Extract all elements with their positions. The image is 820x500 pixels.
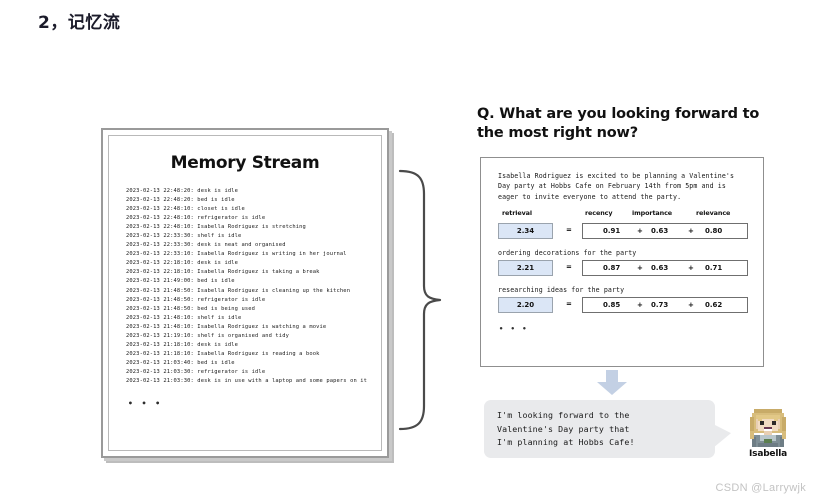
arrow-down-icon xyxy=(596,370,628,396)
list-item: 2023-02-13 21:48:10: Isabella Rodriguez … xyxy=(126,323,327,330)
retrieval-score-3: 2.20 xyxy=(498,297,553,314)
recency-value-1: 0.91 xyxy=(603,227,621,236)
memory-text-3: researching ideas for the party xyxy=(498,286,625,295)
list-item: 2023-02-13 21:03:30: desk is in use with… xyxy=(126,377,368,384)
memory-stream-ellipsis: • • • xyxy=(128,399,163,409)
table-row: 2.20 = 0.85 + 0.73 + 0.62 xyxy=(498,297,748,314)
memory-stream-heading: Memory Stream xyxy=(170,153,320,173)
retrieval-terms-2: 0.87 + 0.63 + 0.71 xyxy=(582,260,748,277)
plus-sign: + xyxy=(637,301,643,310)
page-title: 2，记忆流 xyxy=(38,13,121,33)
retrieval-score-2: 2.21 xyxy=(498,260,553,277)
list-item: 2023-02-13 21:03:30: refrigerator is idl… xyxy=(126,368,266,375)
curly-brace-icon xyxy=(396,168,458,432)
relevance-value-3: 0.62 xyxy=(705,301,723,310)
list-item: 2023-02-13 21:19:10: shelf is organised … xyxy=(126,332,289,339)
retrieval-ellipsis: • • • xyxy=(499,325,529,334)
memory-stream-list: 2023-02-13 22:48:20: desk is idle 2023-0… xyxy=(126,187,372,386)
speech-bubble-tail xyxy=(713,424,731,448)
list-item: 2023-02-13 21:48:50: bed is being used xyxy=(126,305,256,312)
table-row: 2.21 = 0.87 + 0.63 + 0.71 xyxy=(498,260,748,277)
column-header-importance: importance xyxy=(632,209,673,218)
avatar: Isabella xyxy=(740,405,796,467)
watermark: CSDN @Larrywjk xyxy=(715,482,806,494)
answer-line-2: Valentine's Day party that xyxy=(497,423,630,434)
plus-sign: + xyxy=(688,227,694,236)
plus-sign: + xyxy=(637,227,643,236)
list-item: 2023-02-13 21:18:10: Isabella Rodriguez … xyxy=(126,350,320,357)
retrieval-terms-1: 0.91 + 0.63 + 0.80 xyxy=(582,223,748,240)
list-item: 2023-02-13 21:03:40: bed is idle xyxy=(126,359,235,366)
equals-sign-1: = xyxy=(566,226,572,235)
avatar-name: Isabella xyxy=(749,449,787,459)
list-item: 2023-02-13 22:48:10: Isabella Rodriguez … xyxy=(126,224,306,231)
plus-sign: + xyxy=(688,301,694,310)
equals-sign-3: = xyxy=(566,300,572,309)
list-item: 2023-02-13 22:48:20: bed is idle xyxy=(126,197,235,204)
retrieval-terms-3: 0.85 + 0.73 + 0.62 xyxy=(582,297,748,314)
retrieval-column-headers: retrieval recency importance relevance xyxy=(481,209,763,220)
plus-sign: + xyxy=(688,264,694,273)
list-item: 2023-02-13 22:48:10: refrigerator is idl… xyxy=(126,215,266,222)
list-item: 2023-02-13 22:33:30: shelf is idle xyxy=(126,233,242,240)
list-item: 2023-02-13 21:48:50: Isabella Rodriguez … xyxy=(126,287,351,294)
table-row: 2.34 = 0.91 + 0.63 + 0.80 xyxy=(498,223,748,240)
list-item: 2023-02-13 22:48:10: closet is idle xyxy=(126,206,245,213)
column-header-recency: recency xyxy=(585,209,613,218)
list-item: 2023-02-13 21:18:10: desk is idle xyxy=(126,341,239,348)
retrieval-card: Isabella Rodriguez is excited to be plan… xyxy=(480,157,764,367)
list-item: 2023-02-13 21:49:00: bed is idle xyxy=(126,278,235,285)
equals-sign-2: = xyxy=(566,263,572,272)
list-item: 2023-02-13 21:48:10: shelf is idle xyxy=(126,314,242,321)
answer-line-1: I'm looking forward to the xyxy=(497,410,630,420)
list-item: 2023-02-13 22:33:10: Isabella Rodriguez … xyxy=(126,251,347,258)
memory-text-1: Isabella Rodriguez is excited to be plan… xyxy=(498,172,735,201)
list-item: 2023-02-13 21:48:50: refrigerator is idl… xyxy=(126,296,266,303)
memory-stream-panel: Memory Stream 2023-02-13 22:48:20: desk … xyxy=(101,128,389,458)
recency-value-3: 0.85 xyxy=(603,301,621,310)
relevance-value-1: 0.80 xyxy=(705,227,723,236)
relevance-value-2: 0.71 xyxy=(705,264,723,273)
importance-value-1: 0.63 xyxy=(651,227,669,236)
recency-value-2: 0.87 xyxy=(603,264,621,273)
plus-sign: + xyxy=(637,264,643,273)
importance-value-2: 0.63 xyxy=(651,264,669,273)
list-item: 2023-02-13 22:48:20: desk is idle xyxy=(126,188,239,194)
memory-stream-inner: Memory Stream 2023-02-13 22:48:20: desk … xyxy=(108,135,382,451)
column-header-retrieval: retrieval xyxy=(502,209,532,218)
column-header-relevance: relevance xyxy=(696,209,731,218)
answer-line-3: I'm planning at Hobbs Cafe! xyxy=(497,437,635,447)
list-item: 2023-02-13 22:33:30: desk is neat and or… xyxy=(126,242,286,249)
answer-speech-bubble: I'm looking forward to the Valentine's D… xyxy=(484,400,715,458)
importance-value-3: 0.73 xyxy=(651,301,669,310)
memory-text-2: ordering decorations for the party xyxy=(498,249,637,258)
list-item: 2023-02-13 22:18:10: desk is idle xyxy=(126,260,239,267)
list-item: 2023-02-13 22:18:10: Isabella Rodriguez … xyxy=(126,269,320,276)
question-heading: Q. What are you looking forward to the m… xyxy=(477,106,760,141)
retrieval-score-1: 2.34 xyxy=(498,223,553,240)
